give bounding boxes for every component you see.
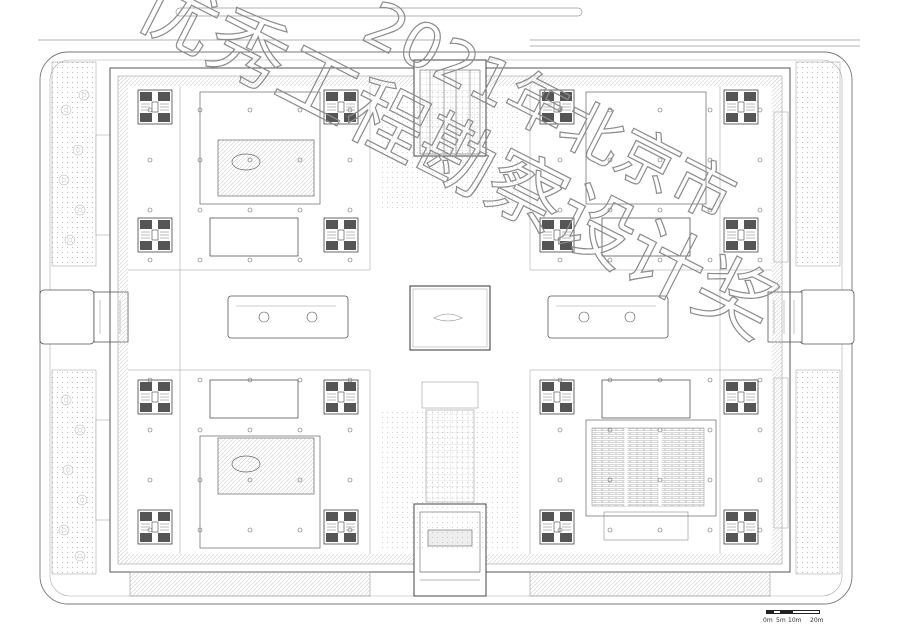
column <box>347 207 353 213</box>
column <box>347 477 353 483</box>
column <box>757 257 763 263</box>
column <box>707 377 713 383</box>
column <box>707 527 713 533</box>
column <box>297 477 303 483</box>
column <box>197 527 203 533</box>
column <box>247 377 253 383</box>
gallery-islands <box>209 217 691 419</box>
column <box>147 157 153 163</box>
scale-label-5: 5m <box>776 617 786 624</box>
column <box>347 527 353 533</box>
column <box>607 207 613 213</box>
column <box>247 257 253 263</box>
column <box>757 527 763 533</box>
column <box>707 257 713 263</box>
left-landscape <box>51 61 111 575</box>
column <box>197 207 203 213</box>
column <box>347 427 353 433</box>
column <box>757 427 763 433</box>
central-pool <box>409 285 491 351</box>
column <box>607 377 613 383</box>
column <box>757 107 763 113</box>
column <box>757 477 763 483</box>
column <box>707 427 713 433</box>
column <box>757 207 763 213</box>
column <box>557 527 563 533</box>
column <box>347 377 353 383</box>
column <box>707 207 713 213</box>
scale-label-20: 20m <box>810 617 824 624</box>
column <box>657 257 663 263</box>
auditorium-seating <box>591 427 705 541</box>
column <box>557 377 563 383</box>
column <box>297 107 303 113</box>
scale-label-10: 10m <box>788 617 802 624</box>
column <box>247 427 253 433</box>
column <box>707 157 713 163</box>
scale-bar-graphic <box>766 610 820 614</box>
column <box>607 107 613 113</box>
column <box>557 427 563 433</box>
column <box>347 107 353 113</box>
column <box>347 257 353 263</box>
column <box>247 157 253 163</box>
column <box>297 527 303 533</box>
column <box>147 257 153 263</box>
courtyard-paving <box>380 88 520 552</box>
interior-walls <box>128 86 772 554</box>
column <box>707 107 713 113</box>
column <box>607 427 613 433</box>
column <box>147 427 153 433</box>
column <box>557 107 563 113</box>
lower-bands <box>129 571 771 597</box>
column <box>607 157 613 163</box>
column <box>197 377 203 383</box>
column <box>247 477 253 483</box>
column <box>657 527 663 533</box>
column <box>147 477 153 483</box>
column <box>147 527 153 533</box>
column <box>197 257 203 263</box>
column <box>197 107 203 113</box>
column <box>297 157 303 163</box>
column <box>557 157 563 163</box>
column <box>147 107 153 113</box>
column <box>557 477 563 483</box>
scale-bar: 0m 5m 10m 20m <box>762 606 824 632</box>
column <box>607 477 613 483</box>
column <box>657 107 663 113</box>
column <box>197 157 203 163</box>
column <box>347 157 353 163</box>
column <box>247 527 253 533</box>
column <box>147 207 153 213</box>
column <box>657 477 663 483</box>
column <box>657 377 663 383</box>
scale-label-0: 0m <box>763 617 773 624</box>
column <box>707 477 713 483</box>
column <box>607 257 613 263</box>
column <box>657 157 663 163</box>
column <box>147 377 153 383</box>
column <box>297 377 303 383</box>
exhibition-halls <box>199 91 717 549</box>
column <box>247 107 253 113</box>
column <box>197 477 203 483</box>
column <box>297 207 303 213</box>
column <box>757 157 763 163</box>
column <box>607 527 613 533</box>
column <box>657 207 663 213</box>
road-lines <box>38 7 860 47</box>
column <box>557 257 563 263</box>
column <box>757 377 763 383</box>
columns <box>147 107 763 533</box>
column <box>657 427 663 433</box>
column <box>297 427 303 433</box>
column <box>247 207 253 213</box>
column <box>197 427 203 433</box>
column <box>557 207 563 213</box>
column <box>297 257 303 263</box>
